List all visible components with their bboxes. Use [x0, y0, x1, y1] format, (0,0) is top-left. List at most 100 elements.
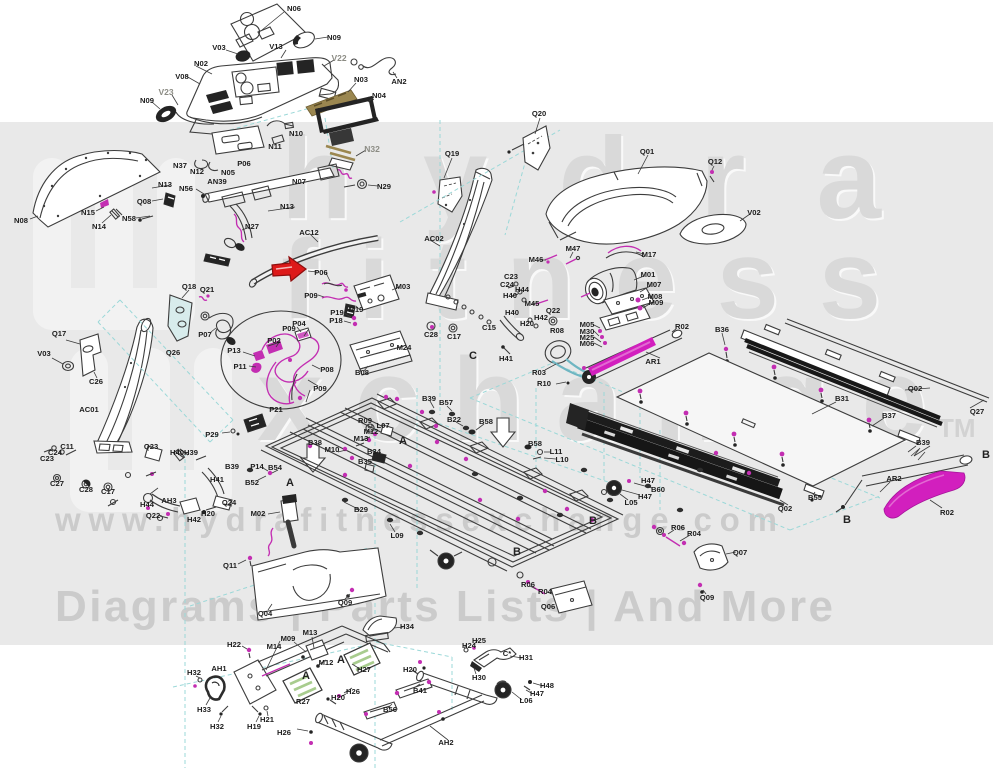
svg-text:H32: H32	[187, 668, 201, 677]
svg-text:M14: M14	[267, 642, 283, 651]
svg-text:V03: V03	[37, 349, 51, 358]
svg-text:A: A	[399, 435, 407, 447]
svg-text:H30: H30	[472, 673, 486, 682]
svg-text:B39: B39	[225, 462, 239, 471]
svg-text:R10: R10	[537, 379, 551, 388]
svg-text:H39: H39	[184, 448, 198, 457]
svg-text:P14: P14	[250, 462, 264, 471]
svg-text:B54: B54	[268, 463, 283, 472]
svg-text:N09: N09	[327, 33, 341, 42]
svg-text:M07: M07	[647, 280, 662, 289]
svg-text:M01: M01	[641, 270, 657, 279]
svg-text:M08: M08	[648, 292, 663, 301]
svg-text:R02: R02	[675, 322, 689, 331]
svg-text:H44: H44	[515, 285, 530, 294]
svg-text:P04: P04	[292, 319, 306, 328]
svg-text:R08: R08	[550, 326, 564, 335]
svg-text:A: A	[302, 670, 310, 682]
svg-text:M13: M13	[303, 628, 318, 637]
svg-text:N10: N10	[289, 129, 303, 138]
svg-text:N08: N08	[14, 216, 28, 225]
svg-text:N02: N02	[194, 59, 208, 68]
svg-text:R06: R06	[521, 580, 535, 589]
svg-text:N58: N58	[122, 214, 136, 223]
svg-text:V03: V03	[212, 43, 226, 52]
svg-text:B31: B31	[835, 394, 850, 403]
svg-text:L05: L05	[624, 498, 638, 507]
svg-text:M06: M06	[580, 339, 595, 348]
svg-text:B36: B36	[715, 325, 729, 334]
svg-text:H44: H44	[140, 500, 155, 509]
svg-text:AR2: AR2	[886, 474, 901, 483]
svg-text:N04: N04	[372, 91, 387, 100]
svg-text:Q08: Q08	[137, 197, 151, 206]
svg-text:AR1: AR1	[645, 357, 661, 366]
svg-text:AH1: AH1	[211, 664, 227, 673]
svg-text:A: A	[286, 477, 294, 489]
svg-text:V22: V22	[331, 53, 346, 63]
svg-text:Q18: Q18	[182, 282, 196, 291]
svg-text:B: B	[982, 449, 990, 461]
svg-text:C24: C24	[48, 448, 63, 457]
svg-text:L07: L07	[376, 421, 389, 430]
svg-text:L11: L11	[550, 447, 563, 456]
svg-text:P19: P19	[330, 308, 344, 317]
svg-text:N09: N09	[140, 96, 154, 105]
svg-text:Q24: Q24	[222, 498, 237, 507]
svg-text:H41: H41	[210, 475, 225, 484]
svg-text:AH3: AH3	[161, 496, 176, 505]
svg-text:P09: P09	[304, 291, 318, 300]
svg-text:B39: B39	[916, 438, 930, 447]
svg-text:H20: H20	[403, 665, 417, 674]
svg-text:N14: N14	[92, 222, 107, 231]
svg-text:M17: M17	[642, 250, 657, 259]
svg-text:N27: N27	[245, 222, 259, 231]
svg-text:H26: H26	[277, 728, 291, 737]
svg-text:N03: N03	[354, 75, 368, 84]
svg-text:AN2: AN2	[391, 77, 406, 86]
svg-text:P11: P11	[233, 362, 247, 371]
svg-text:V08: V08	[175, 72, 189, 81]
svg-text:N29: N29	[377, 182, 391, 191]
svg-text:M45: M45	[525, 299, 541, 308]
svg-text:H47: H47	[530, 689, 544, 698]
svg-text:H27: H27	[357, 665, 371, 674]
svg-text:Q09: Q09	[338, 598, 352, 607]
svg-text:TM: TM	[938, 413, 976, 443]
svg-text:N56: N56	[179, 184, 193, 193]
svg-text:AH2: AH2	[438, 738, 453, 747]
svg-text:B39: B39	[422, 394, 436, 403]
svg-text:AC12: AC12	[299, 228, 318, 237]
svg-text:B58: B58	[528, 439, 542, 448]
svg-text:Q06: Q06	[541, 602, 555, 611]
svg-text:N12: N12	[190, 167, 204, 176]
svg-text:H33: H33	[197, 705, 211, 714]
svg-text:Q02: Q02	[908, 384, 922, 393]
svg-text:P18: P18	[329, 316, 343, 325]
svg-text:M25: M25	[580, 333, 596, 342]
svg-text:H20: H20	[331, 693, 345, 702]
svg-text:R06: R06	[671, 523, 685, 532]
svg-text:Q07: Q07	[733, 548, 747, 557]
svg-text:Q20: Q20	[532, 109, 546, 118]
svg-text:L09: L09	[390, 531, 403, 540]
svg-text:C: C	[469, 350, 477, 362]
svg-text:B60: B60	[651, 485, 665, 494]
svg-text:H20: H20	[201, 509, 215, 518]
svg-text:H40: H40	[170, 448, 184, 457]
svg-text:B: B	[513, 546, 521, 558]
svg-text:H40: H40	[503, 291, 517, 300]
svg-text:Q22: Q22	[546, 306, 560, 315]
svg-text:V02: V02	[747, 208, 761, 217]
svg-text:R02: R02	[940, 508, 954, 517]
svg-text:M46: M46	[529, 255, 544, 264]
svg-text:C11: C11	[60, 442, 74, 451]
svg-text:Q04: Q04	[258, 609, 273, 618]
svg-text:H25: H25	[472, 636, 487, 645]
svg-text:C17: C17	[101, 487, 115, 496]
svg-text:H47: H47	[641, 476, 655, 485]
svg-text:H24: H24	[462, 641, 477, 650]
svg-text:Q19: Q19	[445, 149, 459, 158]
svg-text:P13: P13	[227, 346, 241, 355]
svg-text:N13: N13	[158, 180, 172, 189]
